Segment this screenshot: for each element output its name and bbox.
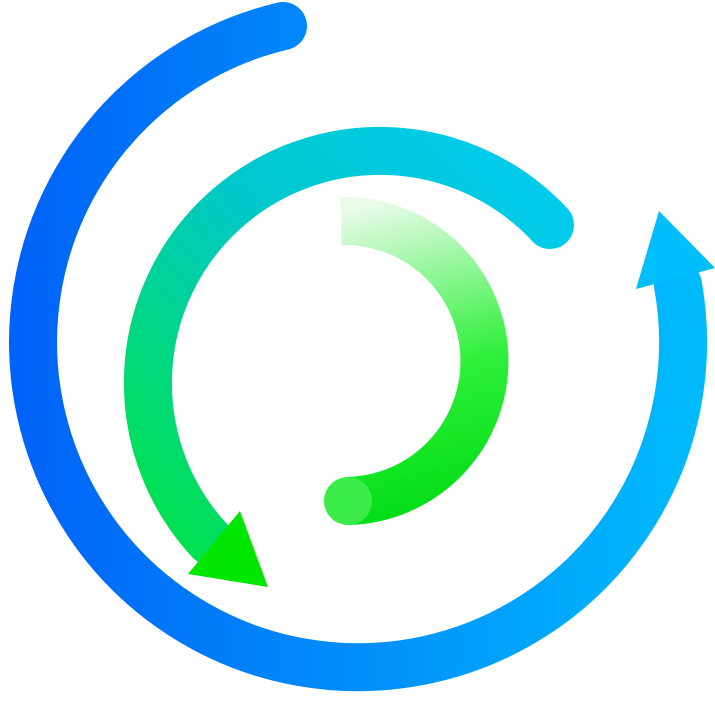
outer-ring-arc [9,2,708,692]
middle-ring-arrowhead [188,511,268,587]
outer-ring-arrowhead [636,211,715,289]
inner-ring-arc [340,196,509,525]
inner-ring-end-cap [324,477,372,525]
middle-ring-arc [123,126,574,565]
